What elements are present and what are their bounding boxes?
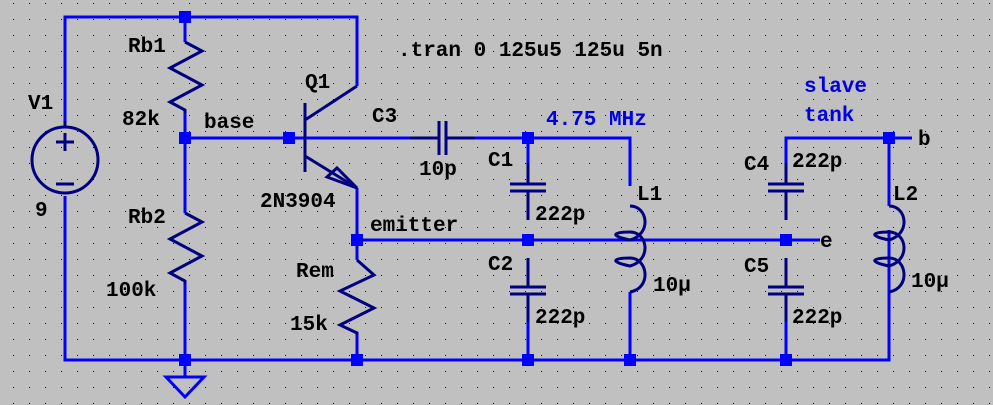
c1-value: 222p	[535, 204, 585, 227]
c5-value: 222p	[792, 307, 842, 330]
voltage-source-v1[interactable]	[30, 121, 100, 195]
c2-plates	[510, 285, 546, 296]
net-label-e: e	[820, 231, 833, 254]
junction-c4-c5	[780, 234, 792, 246]
l1-name: L1	[637, 184, 662, 207]
q1-name: Q1	[305, 72, 330, 95]
capacitor-c2[interactable]	[510, 258, 546, 322]
c1-plates	[510, 182, 546, 193]
q1-model: 2N3904	[260, 191, 336, 214]
rem-value: 15k	[290, 314, 328, 337]
c5-plates	[768, 285, 804, 296]
c4-value: 222p	[792, 151, 842, 174]
rem-name: Rem	[296, 261, 334, 284]
resistor-rb2-icon[interactable]	[166, 211, 206, 284]
freq-annotation: 4.75 MHz	[546, 109, 647, 132]
c2-name: C2	[488, 254, 513, 277]
l1-value: 10µ	[653, 275, 691, 298]
plus-sign-icon	[56, 133, 74, 151]
junction-slave-top	[883, 132, 895, 144]
emitter-arrow-icon	[324, 165, 359, 190]
junction-top	[179, 11, 191, 23]
capacitor-c5[interactable]	[768, 258, 804, 322]
rb2-value: 100k	[106, 280, 156, 303]
capacitor-c3[interactable]	[410, 121, 475, 155]
wire-slave-top[interactable]	[784, 136, 912, 163]
c5-name: C5	[744, 256, 769, 279]
c3-value: 10p	[419, 159, 457, 182]
net-label-emitter: emitter	[370, 215, 458, 238]
c4-name: C4	[744, 154, 769, 177]
junction-base-divider	[179, 132, 191, 144]
junction-c1-top	[522, 132, 534, 144]
inductor-l1-icon[interactable]	[614, 204, 647, 294]
transistor-collector	[304, 84, 358, 122]
v1-value: 9	[35, 200, 48, 223]
c1-name: C1	[488, 150, 513, 173]
junction-gnd-2	[351, 354, 363, 366]
junction-emitter	[351, 234, 363, 246]
net-label-b: b	[918, 129, 931, 152]
c4-plates	[768, 182, 804, 193]
c2-value: 222p	[535, 307, 585, 330]
resistor-rb1-icon[interactable]	[166, 40, 206, 113]
rb1-value: 82k	[122, 109, 160, 132]
capacitor-c4[interactable]	[768, 163, 804, 220]
rb1-name: Rb1	[128, 36, 166, 59]
spice-directive[interactable]: .tran 0 125u5 125u 5n	[398, 40, 663, 63]
c3-plates	[437, 121, 448, 155]
inductor-l2-icon[interactable]	[873, 204, 906, 294]
l2-name: L2	[893, 184, 918, 207]
capacitor-c1[interactable]	[510, 163, 546, 220]
l2-value: 10µ	[911, 271, 949, 294]
net-label-base: base	[204, 112, 254, 135]
junction-gnd-5	[780, 354, 792, 366]
rb2-name: Rb2	[128, 207, 166, 230]
wire-top-rail[interactable]	[63, 15, 359, 121]
c3-name: C3	[372, 106, 397, 129]
resistor-rem-icon[interactable]	[336, 258, 378, 335]
junction-base-pin	[283, 132, 295, 144]
slave-label-line2: tank	[804, 105, 854, 128]
v1-name: V1	[28, 93, 53, 116]
transistor-q1[interactable]	[303, 84, 359, 190]
junctions	[179, 11, 895, 366]
junction-c1-c2	[522, 234, 534, 246]
slave-label-line1: slave	[804, 76, 867, 99]
junction-gnd-3	[522, 354, 534, 366]
junction-gnd-1	[179, 354, 191, 366]
junction-gnd-4	[624, 354, 636, 366]
